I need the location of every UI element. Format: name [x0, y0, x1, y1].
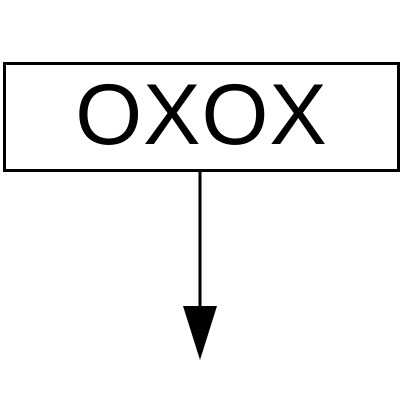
box-label: OXOX — [75, 67, 328, 163]
arrow-head-icon — [183, 306, 217, 360]
